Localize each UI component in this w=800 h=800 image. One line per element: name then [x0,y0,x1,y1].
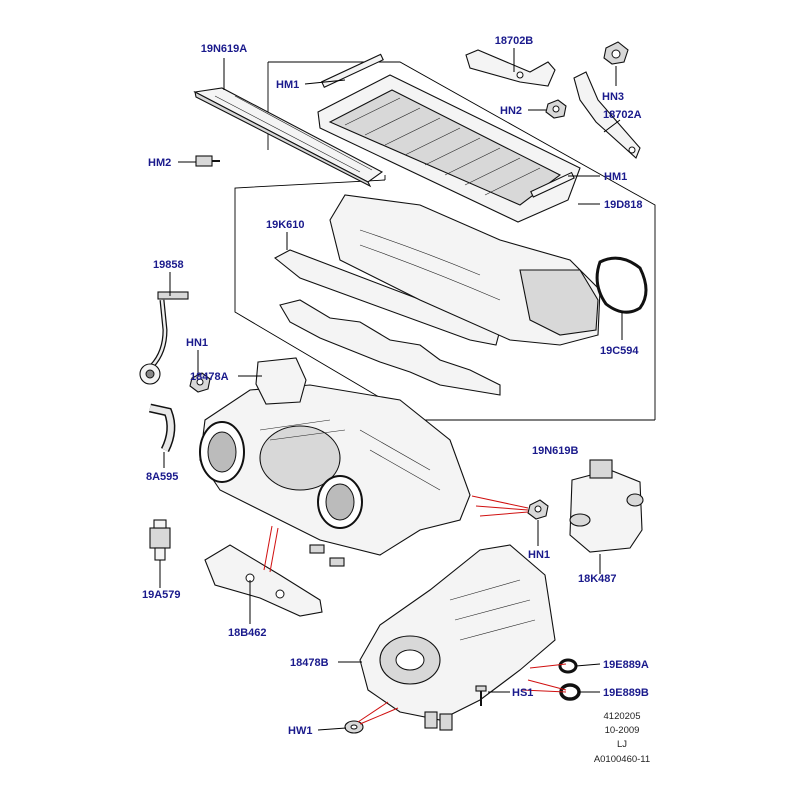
callout-19E889A: 19E889A [603,659,649,671]
ref-date: 10-2009 [605,725,640,736]
ref-initials: LJ [617,739,627,750]
callout-HM1-top: HM1 [276,79,299,91]
reference-block: 4120205 10-2009 LJ A0100460-11 [594,711,650,765]
filter-strip-19N619A [193,87,384,188]
callout-HN1-left: HN1 [186,337,208,349]
callout-HM1-mid: HM1 [604,171,627,183]
leader-lines [159,48,623,731]
callout-19858: 19858 [153,259,184,271]
callout-18702B: 18702B [495,35,534,47]
cowl-panel-19D818 [317,53,581,223]
plenum-duct [329,194,601,346]
callout-19E889B: 19E889B [603,687,649,699]
valve-18K487 [569,459,644,553]
callout-18B462: 18B462 [228,627,267,639]
callout-19D818: 19D818 [604,199,643,211]
callout-18478B: 18478B [290,657,329,669]
callout-labels: 19N619A 18702B HM1 HN3 HN2 18702A HM2 HM… [142,35,649,737]
gasket-ring-19C594 [595,256,648,314]
callout-8A595: 8A595 [146,471,178,483]
callout-19C594: 19C594 [600,345,639,357]
clip-HM2 [195,155,220,167]
callout-18702A: 18702A [603,109,642,121]
nut-HN1-left [189,372,211,393]
ref-code: 4120205 [604,711,641,722]
callout-HS1: HS1 [512,687,533,699]
bracket-18702B [465,49,556,87]
red-assembly-leaders [263,495,567,725]
sensor-19858 [139,291,189,385]
callout-18478A: 18478A [190,371,229,383]
screw-HS1 [475,685,487,706]
callout-HN2: HN2 [500,105,522,117]
washer-HW1 [344,720,364,734]
assembly-frame [234,61,656,421]
callout-19A579: 19A579 [142,589,181,601]
o-ring-19E889A [558,658,578,674]
seal-19K610 [274,249,501,346]
callout-19K610: 19K610 [266,219,305,231]
bracket-18702A [573,71,641,159]
callout-HW1: HW1 [288,725,312,737]
duct-cover-18B462 [204,544,323,617]
nut-HN2 [545,99,567,119]
callout-HN3: HN3 [602,91,624,103]
callout-19N619A: 19N619A [201,43,248,55]
callout-19N619B: 19N619B [532,445,579,457]
callout-18K487: 18K487 [578,573,617,585]
nut-HN3 [603,41,629,65]
ref-number: A0100460-11 [594,754,650,765]
callout-HM2: HM2 [148,157,171,169]
nut-HN1-right [527,499,549,520]
hose-8A595 [149,403,176,453]
callout-HN1-right: HN1 [528,549,550,561]
hvac-housing-18478B [359,544,556,731]
hvac-housing-18478A [199,357,471,567]
sensor-19A579 [149,519,171,561]
seal-19N619B [279,299,501,396]
